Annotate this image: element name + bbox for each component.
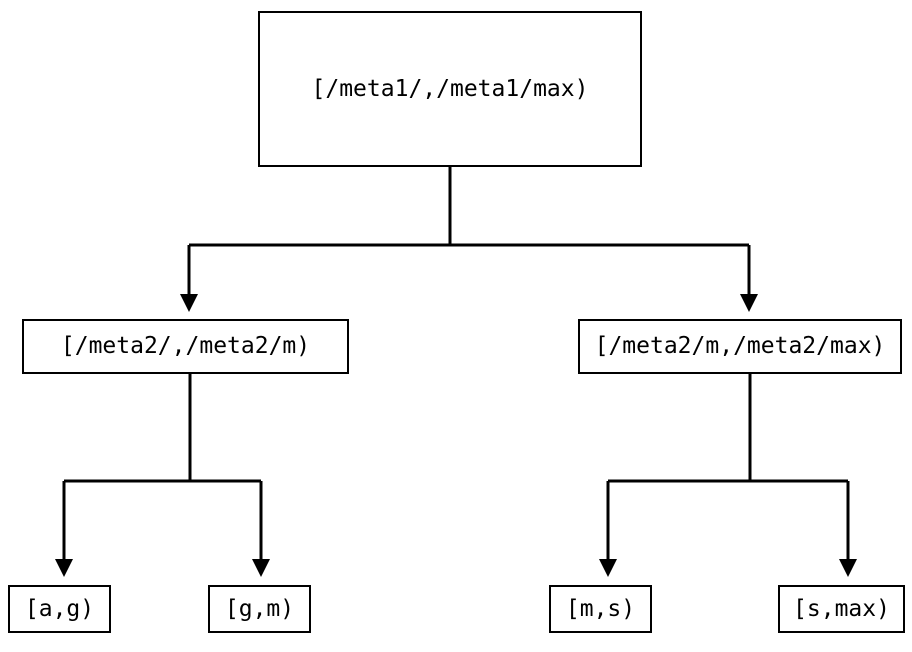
arrowhead-leaf-1: [55, 559, 73, 577]
node-leaf-a-g[interactable]: [a,g): [8, 585, 111, 633]
node-root-label: [/meta1/,/meta1/max): [311, 75, 589, 102]
node-root[interactable]: [/meta1/,/meta1/max): [258, 11, 642, 167]
node-mid-left[interactable]: [/meta2/,/meta2/m): [22, 319, 349, 374]
node-leaf-a-g-label: [a,g): [24, 595, 95, 622]
node-leaf-s-max[interactable]: [s,max): [778, 585, 905, 633]
node-mid-left-label: [/meta2/,/meta2/m): [60, 333, 311, 359]
arrowhead-leaf-2: [252, 559, 270, 577]
node-leaf-s-max-label: [s,max): [793, 595, 890, 622]
arrowhead-mid-right: [740, 294, 758, 312]
arrowhead-mid-left: [180, 294, 198, 312]
arrowhead-leaf-4: [839, 559, 857, 577]
node-leaf-g-m[interactable]: [g,m): [208, 585, 311, 633]
node-mid-right[interactable]: [/meta2/m,/meta2/max): [578, 319, 902, 374]
node-leaf-m-s-label: [m,s): [565, 595, 636, 622]
node-leaf-m-s[interactable]: [m,s): [549, 585, 652, 633]
node-leaf-g-m-label: [g,m): [224, 595, 295, 622]
arrowhead-leaf-3: [599, 559, 617, 577]
node-mid-right-label: [/meta2/m,/meta2/max): [594, 333, 886, 359]
